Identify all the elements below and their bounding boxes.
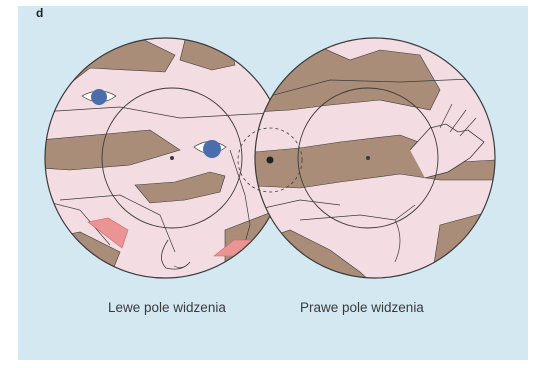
left-visual-field xyxy=(40,38,290,290)
left-fixation-point xyxy=(170,156,174,160)
right-eye-iris xyxy=(203,140,221,158)
binocular-fixation-point xyxy=(267,157,274,164)
right-visual-field xyxy=(255,38,495,290)
right-field-caption: Prawe pole widzenia xyxy=(300,300,424,315)
left-eye-iris xyxy=(91,89,107,105)
right-fixation-point xyxy=(366,156,370,160)
left-field-caption: Lewe pole widzenia xyxy=(108,300,226,315)
